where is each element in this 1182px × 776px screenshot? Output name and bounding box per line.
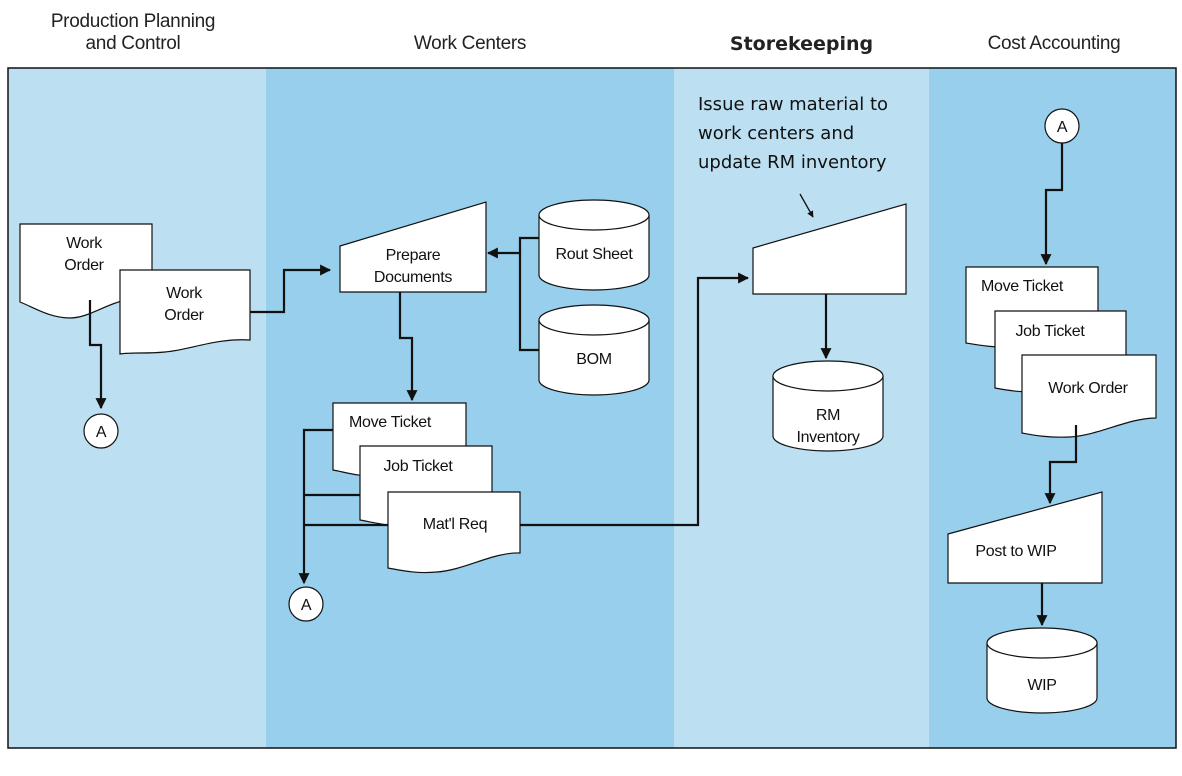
lane-production-planning	[8, 68, 266, 748]
arrow-workorder-to-prepare	[250, 264, 332, 314]
lane-header-cost-accounting: Cost Accounting	[987, 33, 1121, 54]
lane-header-work-centers: Work Centers	[413, 33, 527, 54]
ppc-work-order-2-line2: Order	[164, 307, 204, 324]
ppc-connector-a: A	[83, 413, 119, 449]
lane-header-line2: and Control	[85, 33, 181, 54]
ca-connector-label: A	[1057, 119, 1068, 136]
ppc-work-order-1-line2: Order	[64, 257, 104, 274]
store-note-line2: work centers and	[698, 123, 854, 144]
ca-work-order-doc: Work Order	[1021, 354, 1157, 438]
wip-database: WIP	[986, 627, 1098, 714]
issue-raw-material-manual-op	[752, 203, 907, 295]
rm-inventory-line1: RM	[816, 407, 840, 424]
rout-sheet-database: Rout Sheet	[538, 199, 650, 291]
wc-matl-req-doc: Mat'l Req	[387, 491, 521, 574]
lane-header-storekeeping: Storekeeping	[729, 33, 874, 55]
ppc-connector-label: A	[96, 424, 107, 441]
diagram-border	[7, 67, 1177, 749]
bom-database: BOM	[538, 304, 650, 396]
ppc-work-order-doc-2: Work Order	[119, 269, 251, 355]
note-pointer-arrow	[799, 193, 814, 218]
ca-work-order-label: Work Order	[1048, 380, 1128, 397]
ppc-work-order-2-line1: Work	[166, 285, 203, 302]
lane-work-centers	[266, 68, 674, 748]
prepare-documents-manual-op: Prepare Documents	[339, 201, 487, 293]
rout-sheet-label: Rout Sheet	[555, 246, 633, 263]
arrow-matlreq-to-storekeeping	[520, 272, 750, 527]
line-bom-to-prepare	[518, 253, 539, 352]
post-wip-label: Post to WIP	[975, 543, 1056, 560]
store-note-line3: update RM inventory	[698, 152, 887, 173]
wc-connector-a: A	[288, 586, 324, 622]
rm-inventory-line2: Inventory	[796, 429, 859, 446]
arrow-workorder-to-connector	[88, 300, 107, 410]
prepare-line1: Prepare	[386, 247, 441, 264]
prepare-line2: Documents	[374, 269, 453, 286]
ca-job-ticket-label: Job Ticket	[1015, 323, 1085, 340]
arrow-connector-to-tickets	[1040, 143, 1064, 266]
post-to-wip-manual-op: Post to WIP	[947, 491, 1103, 584]
wc-move-ticket-label: Move Ticket	[349, 414, 432, 431]
ca-move-ticket-label: Move Ticket	[981, 278, 1064, 295]
rm-inventory-database: RM Inventory	[772, 360, 884, 452]
wip-label: WIP	[1027, 677, 1056, 694]
wc-matl-req-label: Mat'l Req	[423, 516, 487, 533]
ppc-work-order-1-line1: Work	[66, 235, 103, 252]
arrow-prepare-to-tickets	[398, 292, 418, 402]
bom-label: BOM	[576, 351, 612, 368]
arrow-tickets-to-connector	[298, 428, 333, 585]
wc-job-ticket-label: Job Ticket	[383, 458, 453, 475]
wc-connector-label: A	[301, 597, 312, 614]
store-note-line1: Issue raw material to	[698, 94, 888, 115]
lane-header-line1: Production Planning	[50, 11, 216, 32]
arrow-routsheet-to-prepare	[486, 236, 539, 259]
arrow-workorder-to-post	[1044, 425, 1078, 505]
ca-connector-a: A	[1044, 108, 1080, 144]
